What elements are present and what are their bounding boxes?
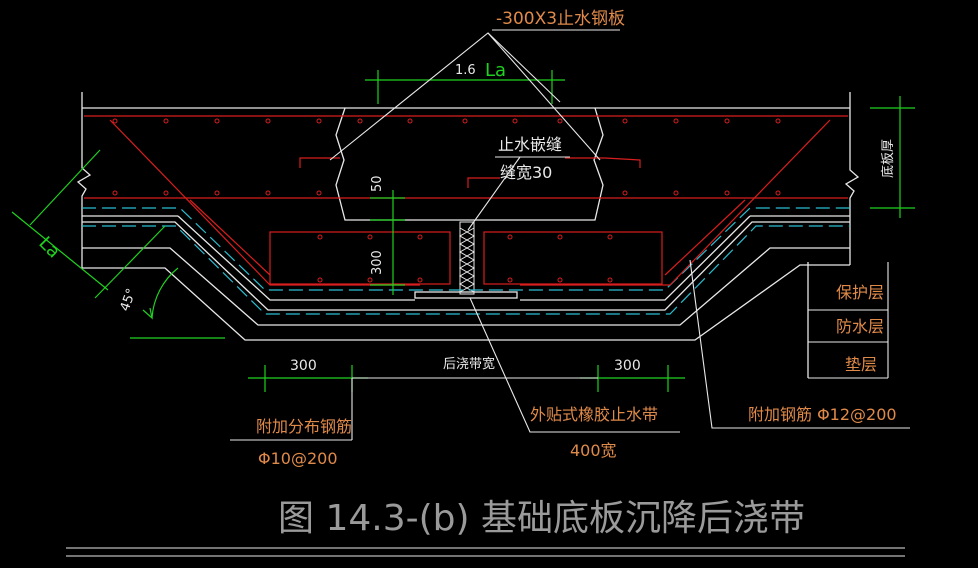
rebar-dot — [417, 234, 423, 240]
dimension-lines — [11, 70, 915, 392]
rebar-dot — [557, 234, 563, 240]
rebar-dot — [367, 277, 373, 283]
rebar-dot — [507, 277, 513, 283]
rebar-dot — [317, 277, 323, 283]
anchor-coef-label: 1.6 — [455, 63, 476, 78]
joint-filler — [458, 221, 476, 295]
rebar-dot — [607, 234, 613, 240]
angle-label: 45° — [118, 287, 140, 314]
rebar-dot — [317, 234, 323, 240]
rebar-dot — [112, 118, 118, 124]
rebar-dot — [724, 190, 730, 196]
rebar-dot — [316, 118, 322, 124]
dist-bar-title-label: 附加分布钢筋 — [256, 417, 352, 436]
rebar-dot — [316, 190, 322, 196]
rebar-dot — [557, 277, 563, 283]
anchor-symbol-label: La — [485, 60, 506, 81]
rebar-dot — [724, 118, 730, 124]
rebar-dots — [112, 118, 781, 283]
rebar-dot — [265, 118, 271, 124]
dim-300-v-label: 300 — [370, 250, 385, 275]
rebar-dot — [163, 118, 169, 124]
waterproof-membrane — [82, 207, 850, 315]
dim-300-right-label: 300 — [614, 358, 641, 374]
dim-50-label: 50 — [370, 175, 385, 192]
figure-caption: 图 14.3-(b) 基础底板沉降后浇带 — [278, 498, 805, 539]
protect-layer-label: 保护层 — [836, 283, 884, 302]
slab-thickness-label: 底板厚 — [880, 139, 896, 178]
dim-300-left-label: 300 — [290, 358, 317, 374]
rebar-dot — [112, 190, 118, 196]
rebar-dot — [407, 118, 413, 124]
steel-plate-label: -300X3止水钢板 — [496, 9, 625, 29]
rebar — [84, 115, 848, 286]
rubber-strip-label: 外贴式橡胶止水带 — [530, 405, 658, 424]
rebar-dot — [367, 234, 373, 240]
rebar-dot — [265, 190, 271, 196]
joint-width-label: 缝宽30 — [500, 163, 552, 182]
rebar-dot — [357, 118, 363, 124]
rebar-dot — [507, 234, 513, 240]
cushion-layer-label: 垫层 — [845, 355, 877, 374]
rebar-dot — [557, 118, 563, 124]
rebar-dot — [214, 118, 220, 124]
rebar-dot — [622, 190, 628, 196]
rubber-width-label: 400宽 — [570, 441, 617, 460]
rebar-dot — [775, 190, 781, 196]
rebar-dot — [462, 118, 468, 124]
rebar-dot — [163, 190, 169, 196]
slab-outline — [76, 92, 860, 378]
joint-title-label: 止水嵌缝 — [498, 135, 562, 154]
rebar-dot — [673, 118, 679, 124]
post-cast-band-outline — [335, 107, 604, 299]
anchor-left-label: La — [34, 233, 64, 263]
rebar-dot — [673, 190, 679, 196]
rebar-dot — [775, 118, 781, 124]
add-bar-label: 附加钢筋 Φ12@200 — [748, 405, 897, 424]
rebar-dot — [607, 277, 613, 283]
leader-lines — [66, 29, 910, 557]
rebar-dot — [417, 277, 423, 283]
band-width-label: 后浇带宽 — [443, 356, 495, 372]
waterproof-layer-label: 防水层 — [836, 317, 884, 336]
dist-bar-spec-label: Φ10@200 — [258, 449, 338, 468]
rebar-dot — [214, 190, 220, 196]
rebar-dot — [622, 118, 628, 124]
rebar-dot — [512, 118, 518, 124]
